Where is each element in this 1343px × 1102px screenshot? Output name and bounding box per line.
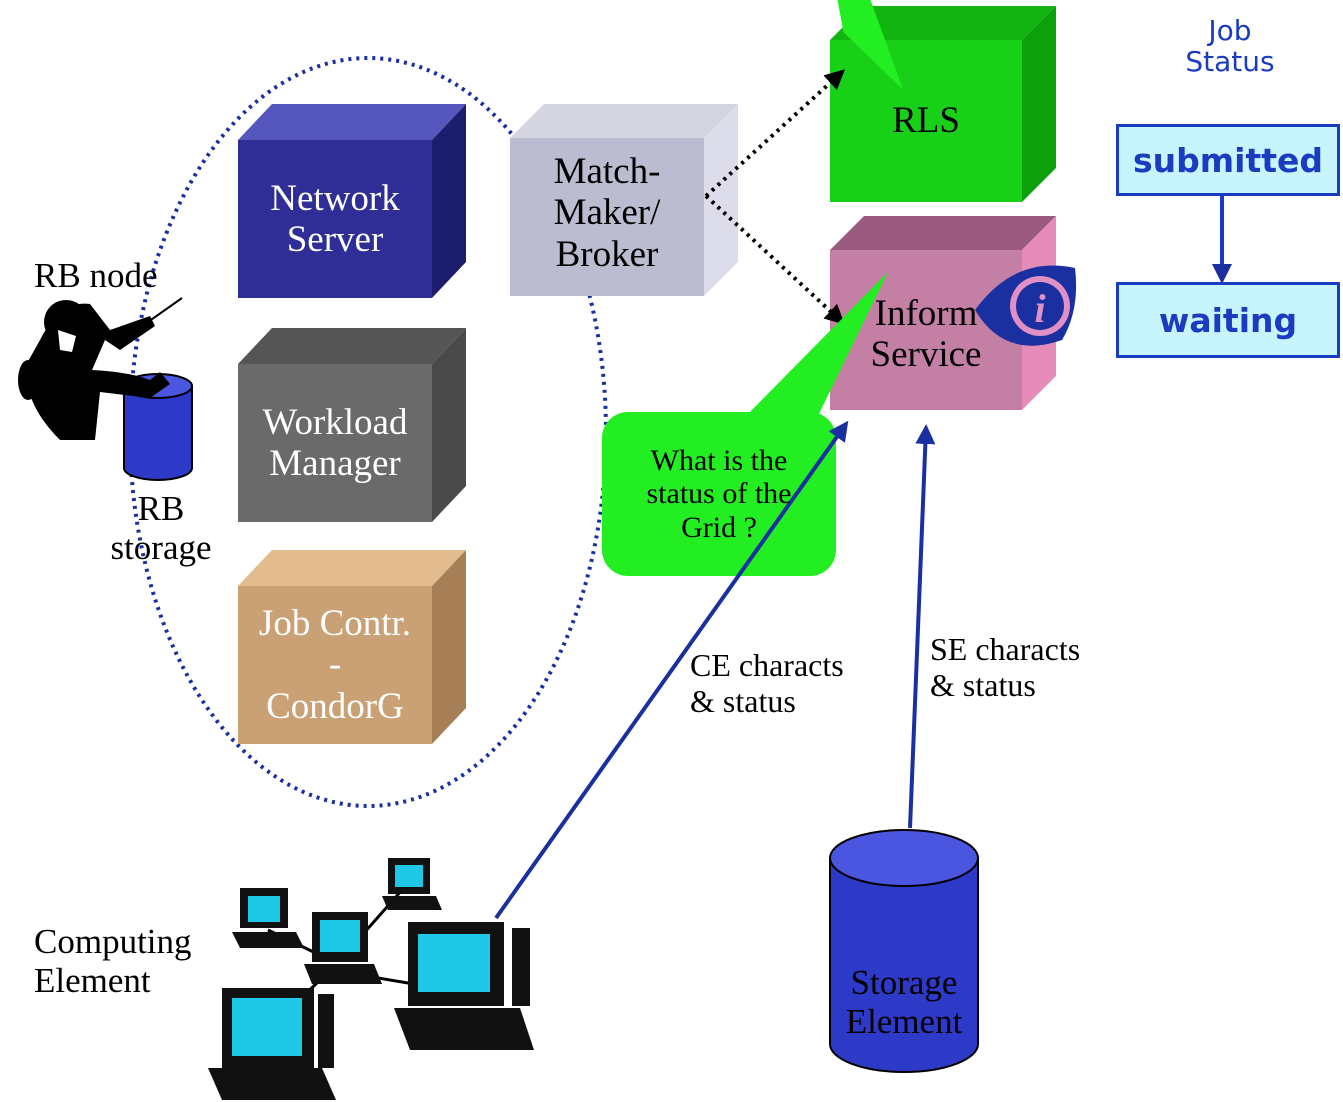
matchmaker-line3: Broker	[555, 233, 659, 275]
computing-element-label: Computing Element	[34, 922, 192, 1000]
matchmaker-line1: Match-	[553, 150, 661, 192]
matchmaker-label: Match- Maker/ Broker	[510, 134, 704, 292]
se-link-line2: & status	[930, 666, 1036, 703]
workload-manager-label: Workload Manager	[238, 364, 432, 522]
computing-element-line1: Computing	[34, 922, 192, 961]
svg-text:i: i	[1034, 286, 1045, 331]
storage-element-line1: Storage	[850, 962, 958, 1002]
callout-bubble	[602, 272, 888, 576]
callout-line1: What is the	[650, 443, 788, 477]
job-controller-box	[238, 550, 466, 744]
status-waiting: waiting	[1116, 282, 1340, 358]
ce-link-label: CE characts & status	[690, 647, 844, 720]
storage-element-line2: Element	[845, 1002, 963, 1041]
workload-manager-line1: Workload	[262, 401, 408, 443]
callout-text: What is the status of the Grid ?	[602, 412, 836, 576]
info-service-line1: Inform	[874, 292, 978, 334]
job-controller-line3: CondorG	[266, 685, 404, 727]
link-ce-to-info	[494, 420, 849, 920]
status-submitted: submitted	[1116, 124, 1340, 196]
se-link-label: SE characts & status	[930, 631, 1081, 704]
matchmaker-line2: Maker/	[553, 192, 661, 234]
info-service-line2: Service	[870, 334, 982, 375]
storage-element-label: Storage Element	[818, 952, 990, 1052]
workload-manager-box	[238, 328, 466, 522]
network-server-line2: Server	[286, 219, 384, 260]
job-status-title-line1: Job	[1208, 13, 1252, 47]
job-controller-label: Job Contr. - CondorG	[238, 586, 432, 744]
network-server-box	[238, 104, 466, 298]
conductor-icon	[18, 297, 183, 440]
ce-link-line1: CE characts	[690, 647, 844, 683]
callout-line3: Grid ?	[681, 510, 757, 544]
job-status-title-line2: Status	[1185, 45, 1275, 78]
computing-element-computers	[208, 858, 534, 1100]
matchmaker-box	[510, 104, 738, 296]
rls-label: RLS	[892, 100, 960, 142]
info-service-box	[830, 216, 1056, 410]
rb-node-label: RB node	[34, 256, 158, 295]
job-status-title: Job Status	[1150, 6, 1310, 86]
rb-storage-line2: storage	[110, 528, 212, 567]
info-service-label: Inform Service	[830, 284, 1022, 384]
link-se-to-info	[908, 424, 936, 829]
ce-link-line2: & status	[690, 682, 796, 719]
rls-box	[830, 6, 1056, 202]
network-server-label: Network Server	[238, 140, 432, 298]
computing-element-line2: Element	[34, 961, 151, 1001]
link-matchmaker-rls	[704, 69, 845, 198]
link-matchmaker-info	[704, 194, 845, 325]
info-icon: i	[975, 265, 1077, 346]
job-controller-line1: Job Contr.	[258, 602, 412, 644]
rb-storage-label: RB storage	[96, 480, 226, 576]
se-link-line1: SE characts	[930, 631, 1081, 667]
callout-line2: status of the	[646, 477, 792, 511]
network-server-line1: Network	[270, 177, 400, 219]
storage-element-cylinder	[829, 829, 979, 1073]
rls-callout-pointer	[837, 0, 903, 89]
job-controller-line2: -	[328, 644, 342, 686]
rb-storage-line1: RB	[137, 488, 185, 528]
workload-manager-line2: Manager	[269, 443, 401, 484]
